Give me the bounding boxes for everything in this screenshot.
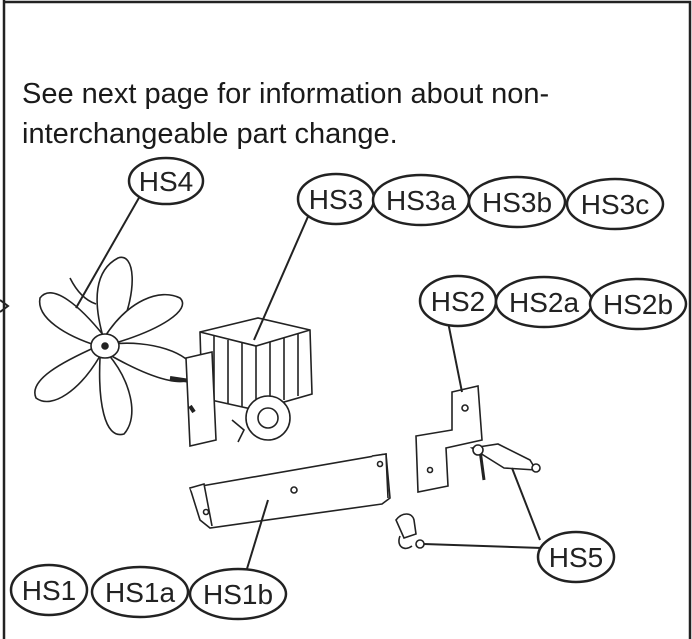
callout-hs5-label: HS5: [549, 542, 603, 573]
callout-hs2a-label: HS2a: [509, 287, 579, 318]
callout-hs2b-label: HS2b: [603, 289, 673, 320]
callout-hs5-outline: [536, 530, 616, 584]
fan-motor-drawing: [169, 317, 313, 447]
callout-hs1-label: HS1: [22, 575, 76, 606]
callout-hs3c-label: HS3c: [581, 189, 649, 220]
parts-note: See next page for information about non-…: [22, 74, 672, 154]
callout-hs3: HS3: [296, 172, 376, 226]
callout-hs2: HS2: [418, 274, 498, 328]
callout-hs3b-outline: [467, 175, 567, 229]
callout-hs1a-outline: [90, 565, 190, 619]
callout-hs2-label: HS2: [431, 286, 485, 317]
parts-note-line-1: See next page for information about non-: [22, 78, 550, 110]
callout-hs1a-label: HS1a: [105, 577, 175, 608]
callout-hs1a: HS1a: [90, 565, 190, 619]
mounting-bracket-drawing: [188, 453, 391, 529]
callout-hs3a: HS3a: [371, 173, 471, 227]
callout-hs1: HS1: [9, 563, 89, 617]
parts-note-line-2: interchangeable part change.: [22, 118, 398, 150]
callout-hs5: HS5: [536, 530, 616, 584]
callout-hs3c: HS3c: [565, 177, 665, 231]
callout-hs3b: HS3b: [467, 175, 567, 229]
callout-hs4: HS4: [127, 156, 205, 206]
callout-hs3-label: HS3: [309, 184, 363, 215]
callout-hs4-outline: [127, 156, 205, 206]
callout-hs1-outline: [9, 563, 89, 617]
callout-hs3c-outline: [565, 177, 665, 231]
callout-hs2a: HS2a: [494, 275, 594, 329]
callout-hs1b: HS1b: [188, 567, 288, 621]
callout-hs2b-outline: [588, 277, 688, 331]
callout-hs1b-outline: [188, 567, 288, 621]
wire-clip-drawing: [395, 443, 541, 550]
callout-hs2b: HS2b: [588, 277, 688, 331]
edge-arrow-icon: [0, 299, 10, 313]
callout-hs1b-label: HS1b: [203, 579, 273, 610]
motor-bracket-drawing: [415, 385, 483, 493]
callout-hs3a-label: HS3a: [386, 185, 456, 216]
fan-blade-drawing: [34, 256, 197, 436]
leader-lines: [75, 195, 543, 573]
callout-hs4-label: HS4: [139, 166, 193, 197]
callout-hs3b-label: HS3b: [482, 187, 552, 218]
